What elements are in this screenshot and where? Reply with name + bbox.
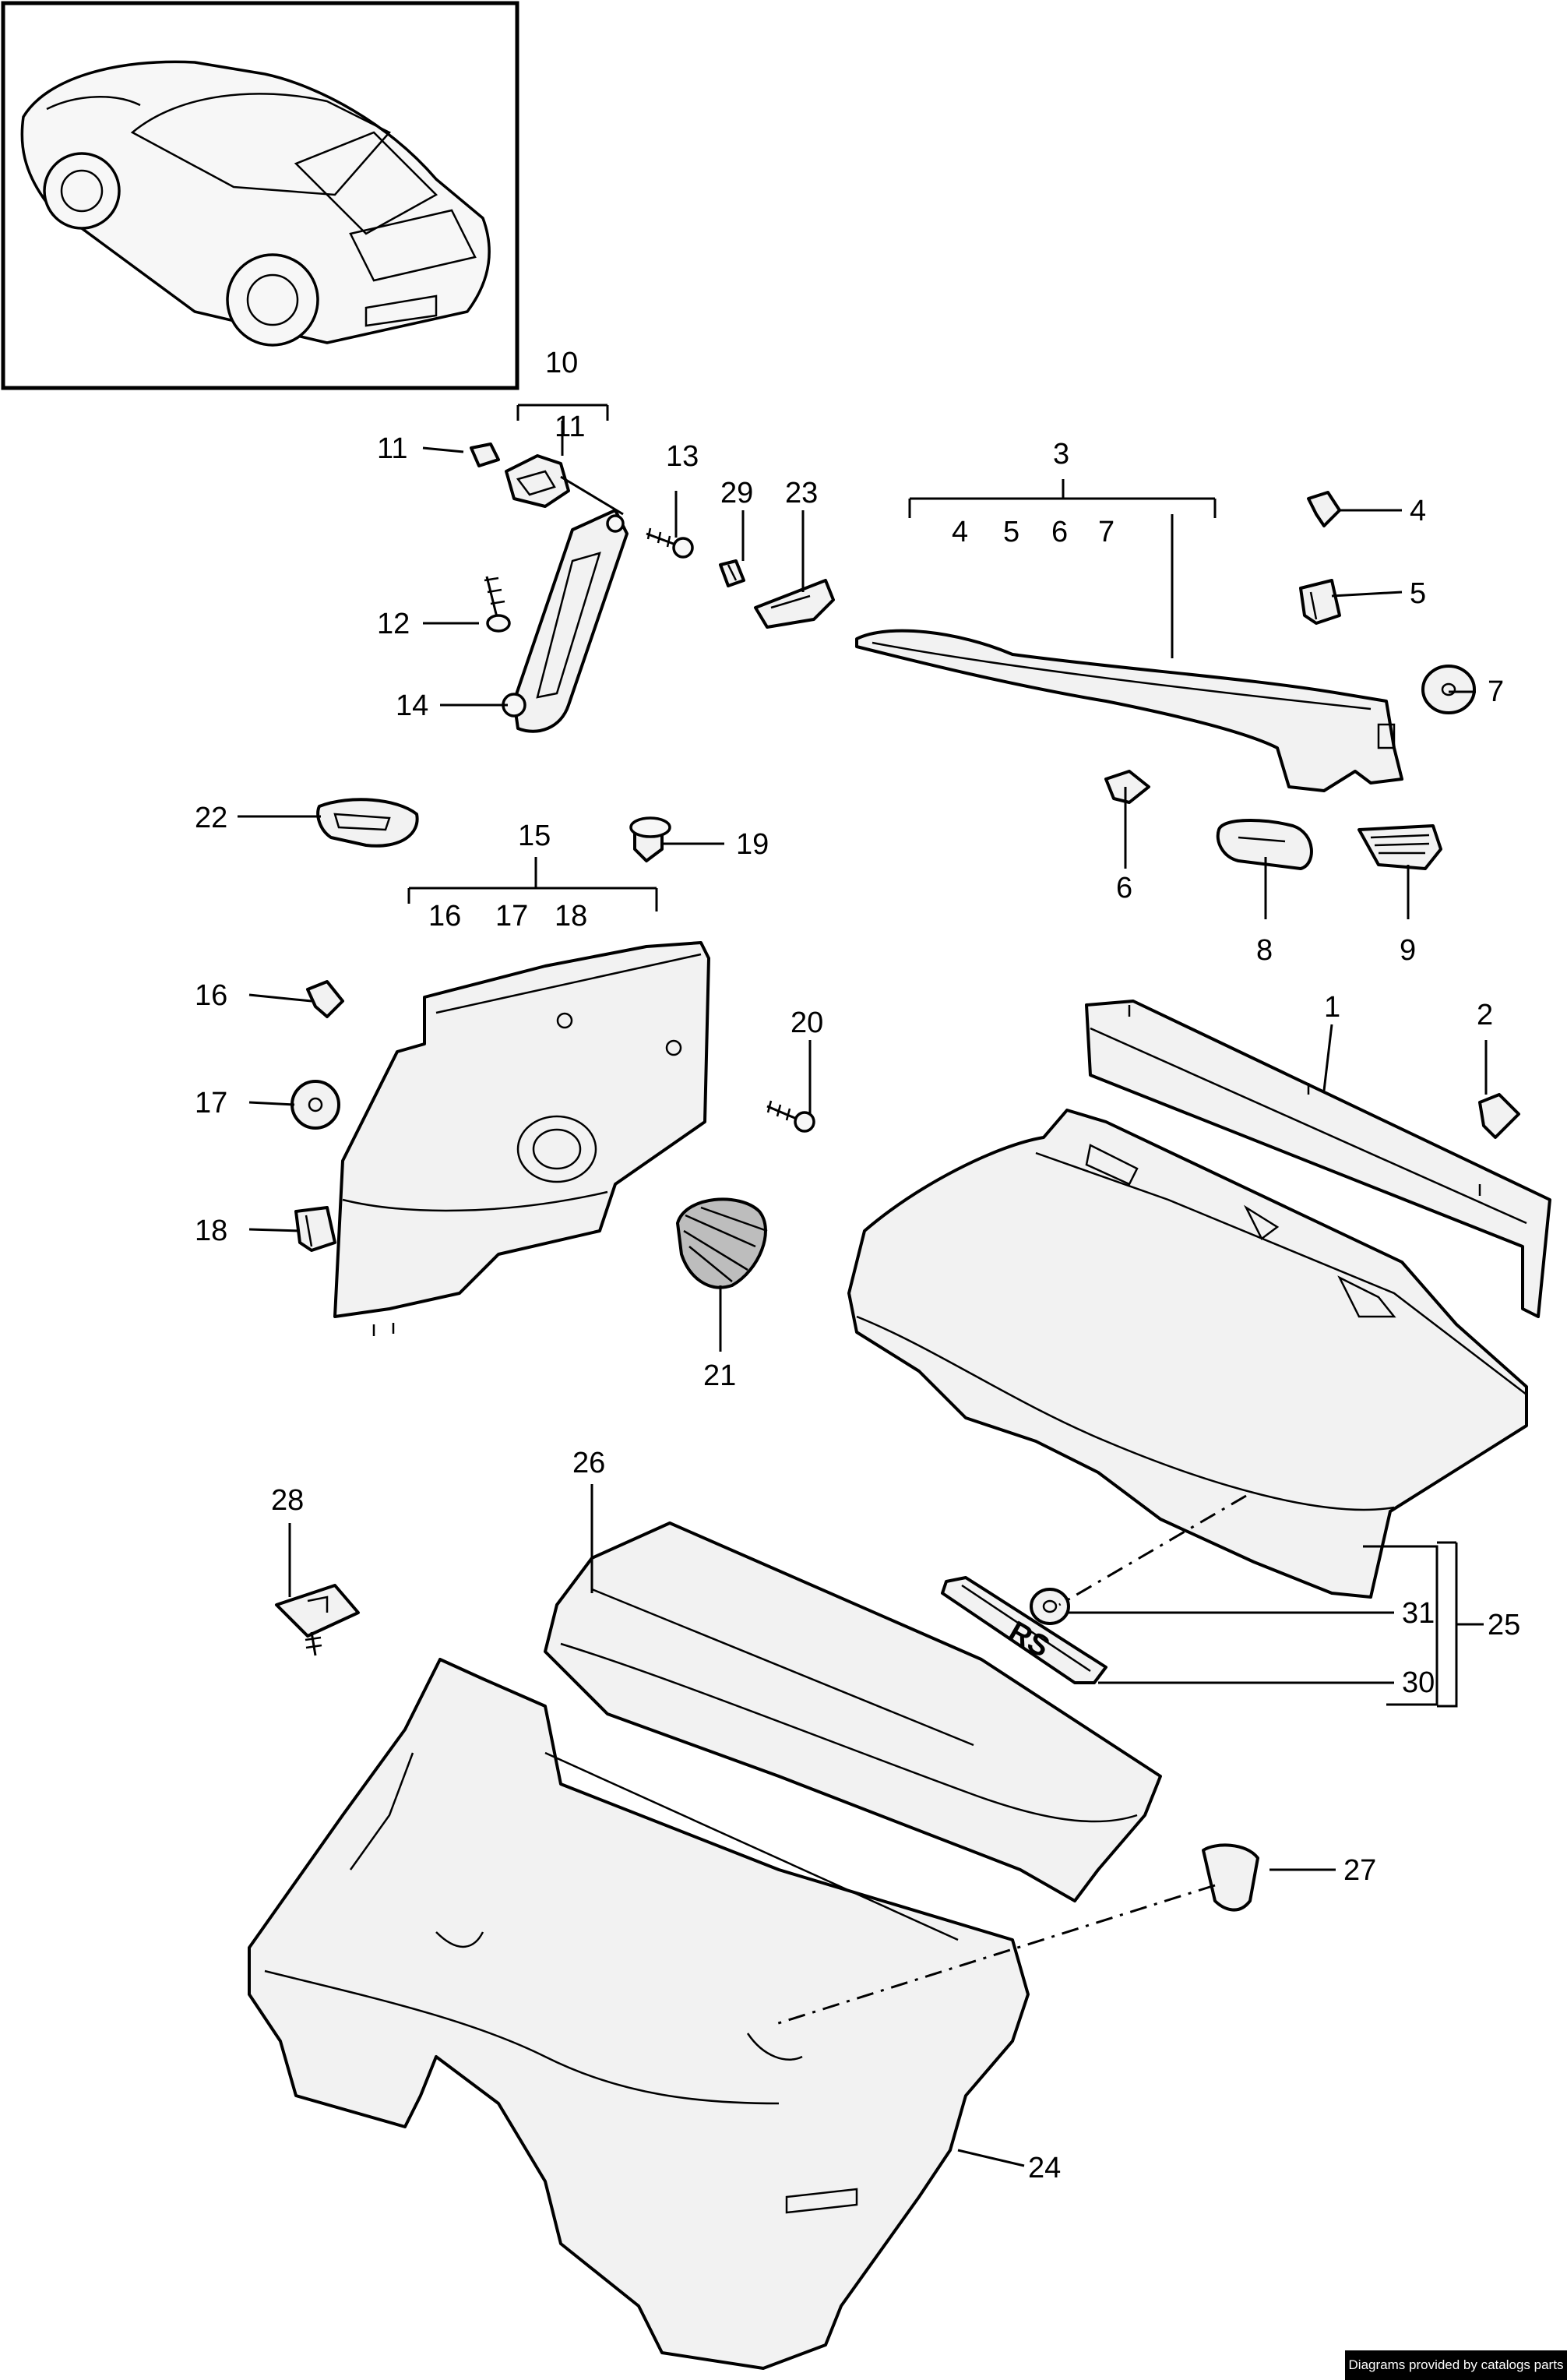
part-29-clip: [719, 559, 745, 587]
credit-banner: Diagrams provided by catalogs parts: [1345, 2350, 1567, 2380]
callout-11: 11: [377, 432, 407, 465]
alignment-line-27: [770, 1884, 1216, 2027]
callout-3-sub-5: 5: [1003, 516, 1019, 548]
car-thumbnail: [1, 1, 519, 390]
callout-3: 3: [1053, 438, 1069, 471]
callout-22: 22: [195, 802, 227, 834]
callout-7: 7: [1488, 675, 1504, 708]
part-2-clip: [1478, 1093, 1520, 1139]
part-20-screw: [766, 1100, 815, 1133]
callout-21: 21: [703, 1359, 736, 1392]
part-8-pad: [1216, 819, 1313, 870]
part-15-side-panel: [333, 941, 710, 1336]
callout-28: 28: [271, 1484, 304, 1517]
callout-18: 18: [195, 1215, 227, 1247]
callout-17: 17: [195, 1087, 227, 1119]
callout-23: 23: [785, 477, 818, 509]
callout-12: 12: [377, 608, 410, 640]
callout-15-sub-16: 16: [428, 900, 461, 933]
part-31-grommet: [1030, 1588, 1070, 1625]
part-26-rear-cover: [544, 1521, 1162, 1902]
callout-1: 1: [1324, 991, 1340, 1024]
callout-6: 6: [1116, 872, 1132, 904]
part-16-clip: [306, 980, 344, 1018]
callout-3-sub-4: 4: [952, 516, 968, 548]
part-24-trunk-liner: [248, 1658, 1030, 2370]
part-28-nut: [275, 1584, 360, 1656]
part-9-vent: [1357, 824, 1442, 870]
part-21-speaker-grille: [676, 1197, 768, 1289]
callout-3-sub-7: 7: [1098, 516, 1115, 548]
callout-27: 27: [1343, 1854, 1376, 1887]
alignment-line-31: [1058, 1494, 1247, 1606]
part-11-nut: [470, 443, 500, 467]
part-4-clip: [1307, 491, 1341, 527]
part-13-screw: [646, 527, 694, 559]
part-22-cover: [316, 798, 419, 848]
part-12-screw: [484, 576, 511, 633]
part-1-shelf-strip: [1085, 1000, 1551, 1318]
callout-24: 24: [1028, 2152, 1061, 2184]
callout-9: 9: [1400, 934, 1416, 967]
part-10-clip-bracket: [505, 454, 624, 516]
part-23-cover: [754, 579, 835, 629]
callout-5: 5: [1410, 577, 1426, 610]
callout-8: 8: [1256, 934, 1273, 967]
callout-10: 10: [545, 347, 578, 379]
part-18-clip: [294, 1206, 336, 1252]
part-17-washer: [291, 1080, 340, 1130]
callout-4: 4: [1410, 495, 1426, 527]
part-19-grommet: [629, 816, 671, 862]
part-3-side-trim: [855, 629, 1403, 792]
callout-15: 15: [518, 820, 551, 852]
callout-14: 14: [396, 689, 428, 722]
callout-19: 19: [736, 828, 769, 861]
callout-16: 16: [195, 979, 227, 1012]
callout-3-sub-6: 6: [1051, 516, 1068, 548]
part-5-clip: [1299, 579, 1341, 625]
callout-2: 2: [1477, 999, 1493, 1031]
part-7-washer: [1421, 665, 1476, 714]
part-27-cap: [1202, 1843, 1259, 1912]
callout-26: 26: [572, 1447, 605, 1479]
callout-10-sub-11: 11: [555, 411, 585, 443]
part-14-pillar-trim: [502, 509, 629, 733]
part-25-parcel-shelf: [847, 1109, 1528, 1599]
callout-30: 30: [1402, 1666, 1435, 1699]
leader-lines: [238, 404, 1488, 2167]
callout-29: 29: [720, 477, 753, 509]
callout-15-sub-18: 18: [555, 900, 587, 933]
callout-20: 20: [791, 1007, 823, 1039]
callout-labels: 1 2 3 4 5 6 7 4 5 6 7 8 9 10 11 11 12 13…: [195, 347, 1520, 2184]
callout-25: 25: [1488, 1609, 1520, 1641]
callout-13: 13: [666, 440, 699, 473]
part-6-clip: [1104, 770, 1150, 804]
callout-15-sub-17: 17: [495, 900, 528, 933]
callout-31: 31: [1402, 1597, 1435, 1630]
